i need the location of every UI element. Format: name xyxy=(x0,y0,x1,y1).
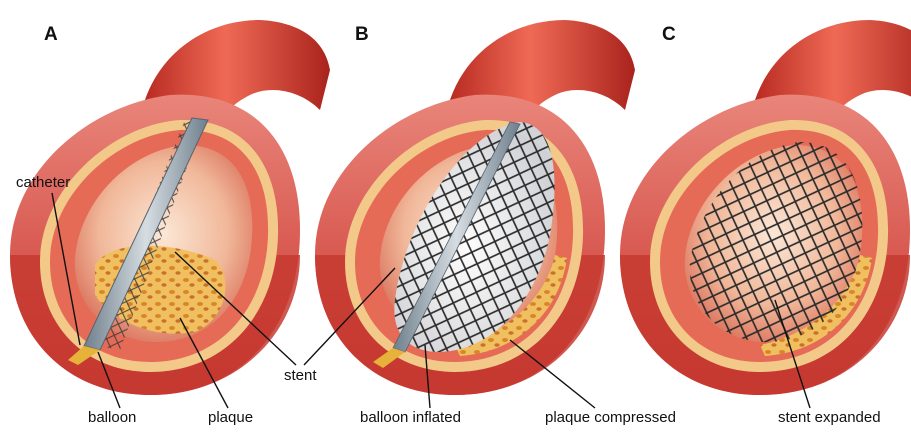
panel-c: C stent expanded xyxy=(620,20,911,426)
panel-letter-c: C xyxy=(662,24,676,45)
label-balloon-inflated: balloon inflated xyxy=(360,409,461,426)
label-plaque: plaque xyxy=(208,409,253,426)
label-catheter: catheter xyxy=(16,174,70,191)
label-balloon: balloon xyxy=(88,409,136,426)
panel-letter-b: B xyxy=(355,24,369,45)
panel-letter-a: A xyxy=(44,24,58,45)
label-plaque-compressed: plaque compressed xyxy=(545,409,676,426)
panel-a: A catheter balloon plaque xyxy=(10,20,330,426)
label-stent-expanded: stent expanded xyxy=(778,409,881,426)
panel-b: B balloon inflated plaque compressed xyxy=(315,20,676,426)
label-stent: stent xyxy=(284,367,317,384)
